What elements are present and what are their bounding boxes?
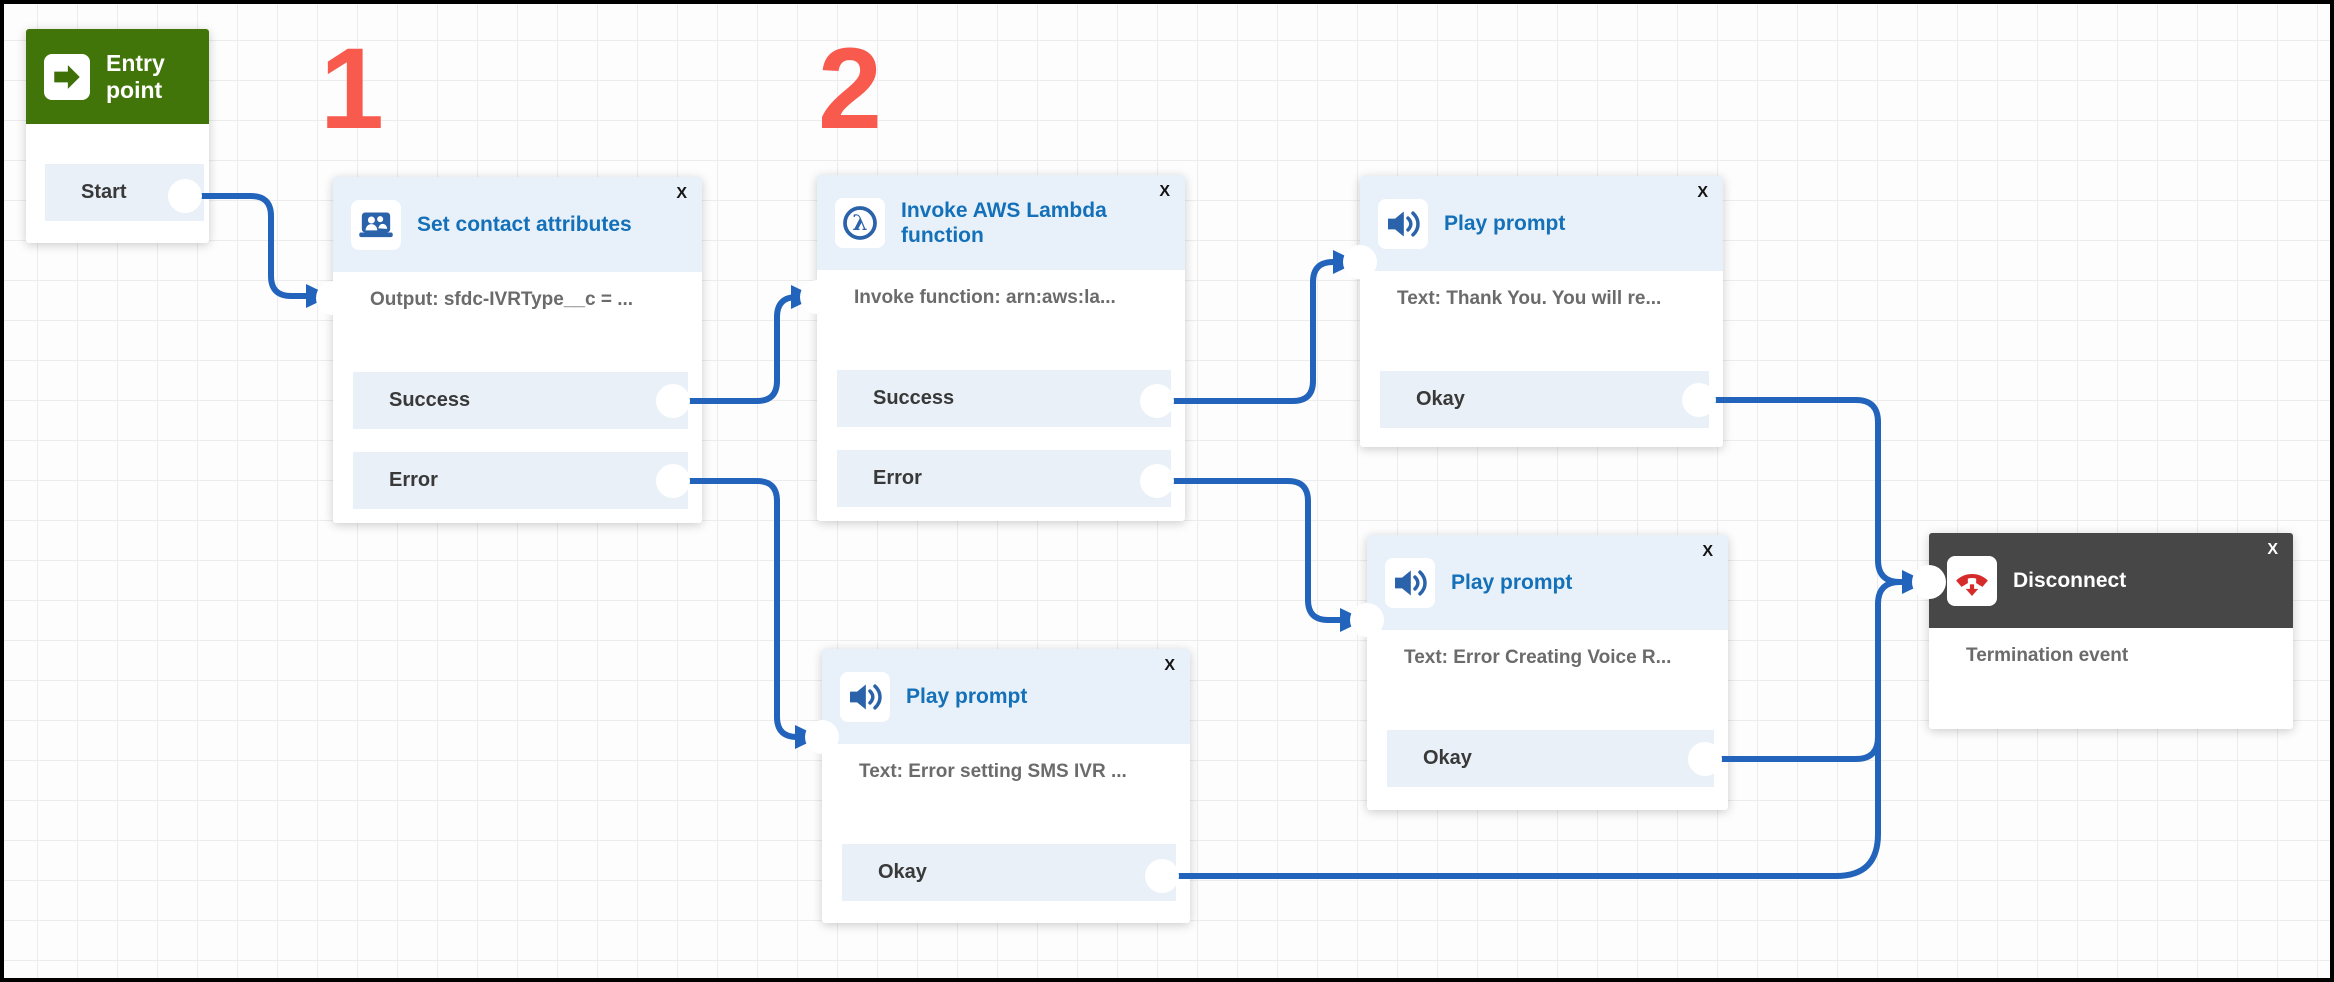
output-row-error[interactable]: Error xyxy=(837,450,1171,507)
input-port-play-sms[interactable] xyxy=(805,720,839,754)
set-contact-header: Set contact attributes xyxy=(333,177,702,272)
set-contact-summary: Output: sfdc-IVRType__c = ... xyxy=(370,289,634,310)
play-prompt-title: Play prompt xyxy=(1444,212,1566,235)
svg-text:λ: λ xyxy=(852,211,867,236)
output-port-play-thankyou-okay[interactable] xyxy=(1682,383,1716,417)
lambda-icon: λ xyxy=(835,197,885,248)
play-prompt-summary: Text: Error Creating Voice R... xyxy=(1404,647,1672,668)
output-label-okay: Okay xyxy=(1423,747,1472,769)
disconnect-header: Disconnect xyxy=(1929,533,2293,628)
output-port-lambda-error[interactable] xyxy=(1140,464,1174,498)
close-icon[interactable]: X xyxy=(1697,184,1708,201)
close-icon[interactable]: X xyxy=(1159,183,1170,200)
output-label-success: Success xyxy=(389,389,471,411)
play-prompt-header: Play prompt xyxy=(822,649,1190,744)
output-label-error: Error xyxy=(389,469,438,491)
output-port-play-voice-okay[interactable] xyxy=(1688,742,1722,776)
block-set-contact-attributes[interactable]: Set contact attributes X Output: sfdc-IV… xyxy=(333,177,702,523)
step-number-2: 2 xyxy=(818,25,882,153)
output-label-okay: Okay xyxy=(878,861,927,883)
input-port-set-contact[interactable] xyxy=(316,281,350,315)
block-invoke-lambda[interactable]: λ Invoke AWS Lambda function X Invoke fu… xyxy=(817,175,1185,521)
output-row-okay[interactable]: Okay xyxy=(1380,371,1709,428)
lambda-header: λ Invoke AWS Lambda function xyxy=(817,175,1185,270)
wire-play-thankyou-okay-to-disconnect[interactable] xyxy=(1699,397,1908,585)
input-port-disconnect[interactable] xyxy=(1912,565,1946,599)
input-port-play-thankyou[interactable] xyxy=(1343,245,1377,279)
output-port-lambda-success[interactable] xyxy=(1140,384,1174,418)
play-prompt-summary: Text: Error setting SMS IVR ... xyxy=(859,761,1127,782)
block-play-prompt-thankyou[interactable]: Play prompt X Text: Thank You. You will … xyxy=(1360,176,1723,447)
play-prompt-summary: Text: Thank You. You will re... xyxy=(1397,288,1662,309)
block-play-prompt-error-sms[interactable]: Play prompt X Text: Error setting SMS IV… xyxy=(822,649,1190,923)
contact-attributes-icon xyxy=(351,199,401,250)
step-number-1: 1 xyxy=(320,25,384,153)
play-prompt-title: Play prompt xyxy=(1451,571,1573,594)
lambda-title: Invoke AWS Lambda function xyxy=(901,198,1107,247)
disconnect-title: Disconnect xyxy=(2013,569,2127,592)
disconnect-phone-icon xyxy=(1947,555,1997,606)
lambda-summary: Invoke function: arn:aws:la... xyxy=(854,287,1116,308)
output-port-setcontact-success[interactable] xyxy=(656,384,690,418)
close-icon[interactable]: X xyxy=(1702,543,1713,560)
entry-arrow-icon xyxy=(44,53,90,100)
output-port-play-sms-okay[interactable] xyxy=(1145,859,1179,893)
entry-point-header: Entry point xyxy=(26,29,209,124)
output-port-setcontact-error[interactable] xyxy=(656,464,690,498)
close-icon[interactable]: X xyxy=(1164,657,1175,674)
entry-point-title: Entry point xyxy=(106,49,165,103)
input-port-lambda[interactable] xyxy=(800,280,834,314)
output-row-okay[interactable]: Okay xyxy=(1387,730,1714,787)
output-row-error[interactable]: Error xyxy=(353,452,688,509)
block-play-prompt-error-voice[interactable]: Play prompt X Text: Error Creating Voice… xyxy=(1367,535,1728,810)
close-icon[interactable]: X xyxy=(676,185,687,202)
block-disconnect[interactable]: Disconnect X Termination event xyxy=(1929,533,2293,729)
block-entry-point[interactable]: Entry point Start xyxy=(26,29,209,243)
speaker-icon xyxy=(1378,198,1428,249)
play-prompt-header: Play prompt xyxy=(1367,535,1728,630)
play-prompt-header: Play prompt xyxy=(1360,176,1723,271)
output-label-okay: Okay xyxy=(1416,388,1465,410)
output-label-error: Error xyxy=(873,467,922,489)
wire-play-voice-okay-to-disconnect[interactable] xyxy=(1705,579,1901,762)
output-row-success[interactable]: Success xyxy=(353,372,688,429)
output-label-success: Success xyxy=(873,387,955,409)
disconnect-summary: Termination event xyxy=(1966,645,2129,666)
output-label-start: Start xyxy=(81,181,127,203)
input-port-play-voice[interactable] xyxy=(1350,603,1384,637)
output-port-start[interactable] xyxy=(168,179,202,213)
play-prompt-title: Play prompt xyxy=(906,685,1028,708)
output-row-success[interactable]: Success xyxy=(837,370,1171,427)
wire-lambda-error-to-play-voice[interactable] xyxy=(1157,478,1346,623)
close-icon[interactable]: X xyxy=(2267,541,2278,558)
set-contact-title: Set contact attributes xyxy=(417,213,632,236)
output-row-okay[interactable]: Okay xyxy=(842,844,1176,901)
speaker-icon xyxy=(840,671,890,722)
speaker-icon xyxy=(1385,557,1435,608)
